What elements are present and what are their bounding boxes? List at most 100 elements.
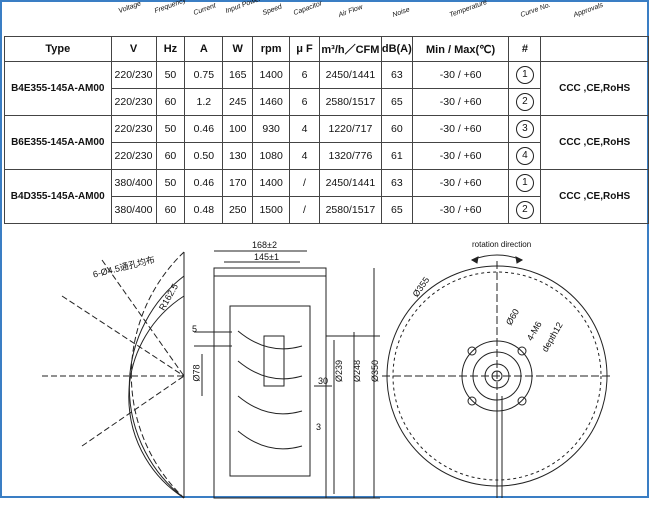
cell-rpm: 930 [252, 115, 291, 143]
cell-a: 0.48 [184, 196, 224, 224]
dim-30-label: 30 [318, 376, 329, 386]
cell-air: 2580/1517 [318, 88, 382, 116]
curve-number-badge: 2 [515, 93, 534, 111]
header-curve-no: Curve No. [519, 1, 552, 19]
cell-curve: 1 [508, 61, 542, 89]
spec-table: Type V Hz A W rpm μ F m³/h／CFM dB(A) Min… [4, 36, 649, 224]
col-db: dB(A) [380, 36, 413, 62]
cell-db: 63 [380, 61, 413, 89]
cell-db: 60 [380, 115, 413, 143]
header-capacitor: Capacitor [292, 0, 324, 17]
col-v: V [110, 36, 157, 62]
table-row: B4E355-145A-AM00 220/230 50 0.75 165 140… [4, 61, 649, 116]
cell-uf: 4 [289, 142, 320, 170]
cell-hz: 50 [155, 61, 186, 89]
col-uf: μ F [289, 36, 320, 62]
col-a: A [184, 36, 224, 62]
cell-a: 0.46 [184, 169, 224, 197]
curve-number-badge: 2 [515, 201, 534, 219]
cell-hz: 60 [155, 196, 186, 224]
cell-temp: -30 / +60 [411, 196, 510, 224]
rotation-label: rotation direction [472, 240, 532, 249]
half-view [42, 251, 185, 499]
col-approval [540, 36, 649, 62]
curve-number-badge: 4 [515, 147, 534, 165]
cell-air: 2580/1517 [318, 196, 382, 224]
col-temp: Min / Max(℃) [411, 36, 510, 62]
header-voltage: Voltage [117, 0, 143, 16]
header-input-power: Input Power [224, 0, 263, 15]
curve-number-badge: 1 [515, 66, 534, 84]
cell-a: 0.75 [184, 61, 224, 89]
cell-rpm: 1080 [252, 142, 291, 170]
dia-78-label: Ø78 [191, 364, 202, 382]
cell-uf: / [289, 169, 320, 197]
cell-curve: 1 [508, 169, 542, 197]
cell-v: 220/230 [110, 142, 157, 170]
header-temperature: Temperature [448, 0, 489, 19]
cell-rpm: 1400 [252, 169, 291, 197]
table-row: 220/230 60 1.2 245 1460 6 2580/1517 65 -… [5, 88, 649, 116]
cell-rpm: 1500 [252, 196, 291, 224]
cell-air: 2450/1441 [318, 169, 382, 197]
technical-drawing: 6-Ø4.5通孔均布 R162.5 168±2 145±1 5 Ø78 30 3… [2, 236, 649, 500]
dia-248-label: Ø248 [352, 359, 363, 383]
cell-w: 165 [222, 61, 254, 89]
cell-uf: / [289, 196, 320, 224]
cell-curve: 3 [508, 115, 542, 143]
cell-curve: 2 [508, 196, 542, 224]
cell-uf: 6 [289, 61, 320, 89]
cell-temp: -30 / +60 [411, 142, 510, 170]
cell-w: 130 [222, 142, 254, 170]
cell-temp: -30 / +60 [411, 115, 510, 143]
col-w: W [222, 36, 254, 62]
dim-5-label: 5 [192, 324, 198, 334]
header-approvals: Approvals [572, 1, 605, 19]
cell-air: 1220/717 [318, 115, 382, 143]
approval-cell: CCC ,CE,RoHS [540, 169, 649, 224]
col-hz: Hz [155, 36, 186, 62]
dia-350-label: Ø350 [370, 359, 381, 383]
curve-number-badge: 3 [515, 120, 534, 138]
drawing-svg [42, 250, 612, 499]
header-speed: Speed [261, 3, 284, 18]
approval-cell: CCC ,CE,RoHS [540, 115, 649, 170]
col-rpm: rpm [252, 36, 291, 62]
col-curve: # [508, 36, 542, 62]
cell-v: 220/230 [110, 88, 157, 116]
cell-air: 2450/1441 [318, 61, 382, 89]
cell-hz: 60 [155, 88, 186, 116]
col-type: Type [4, 36, 112, 62]
cell-v: 220/230 [110, 115, 157, 143]
cell-temp: -30 / +60 [411, 169, 510, 197]
table-header-row: Type V Hz A W rpm μ F m³/h／CFM dB(A) Min… [4, 36, 649, 62]
model-cell: B6E355-145A-AM00 [4, 115, 112, 170]
header-noise: Noise [391, 6, 411, 19]
cell-curve: 2 [508, 88, 542, 116]
cell-v: 220/230 [110, 61, 157, 89]
dim-3-label: 3 [316, 422, 322, 432]
cell-curve: 4 [508, 142, 542, 170]
header-air-flow: Air Flow [337, 3, 364, 19]
header-frequency: Frequency [153, 0, 188, 15]
cell-hz: 50 [155, 115, 186, 143]
cell-rpm: 1460 [252, 88, 291, 116]
side-view [194, 250, 380, 499]
cell-a: 0.46 [184, 115, 224, 143]
cell-hz: 60 [155, 142, 186, 170]
approval-cell: CCC ,CE,RoHS [540, 61, 649, 116]
cell-temp: -30 / +60 [411, 88, 510, 116]
cell-uf: 4 [289, 115, 320, 143]
table-row: 380/400 60 0.48 250 1500 / 2580/1517 65 … [5, 196, 649, 224]
table-row: 220/230 60 0.50 130 1080 4 1320/776 61 -… [5, 142, 649, 170]
dim-145-label: 145±1 [254, 252, 279, 262]
cell-hz: 50 [155, 169, 186, 197]
cell-db: 65 [380, 196, 413, 224]
dia-239-label: Ø239 [334, 359, 345, 383]
col-air: m³/h／CFM [318, 36, 382, 62]
cell-w: 100 [222, 115, 254, 143]
table-row: B4D355-145A-AM00 380/400 50 0.46 170 140… [4, 169, 649, 224]
cell-w: 250 [222, 196, 254, 224]
table-row: B6E355-145A-AM00 220/230 50 0.46 100 930… [4, 115, 649, 170]
